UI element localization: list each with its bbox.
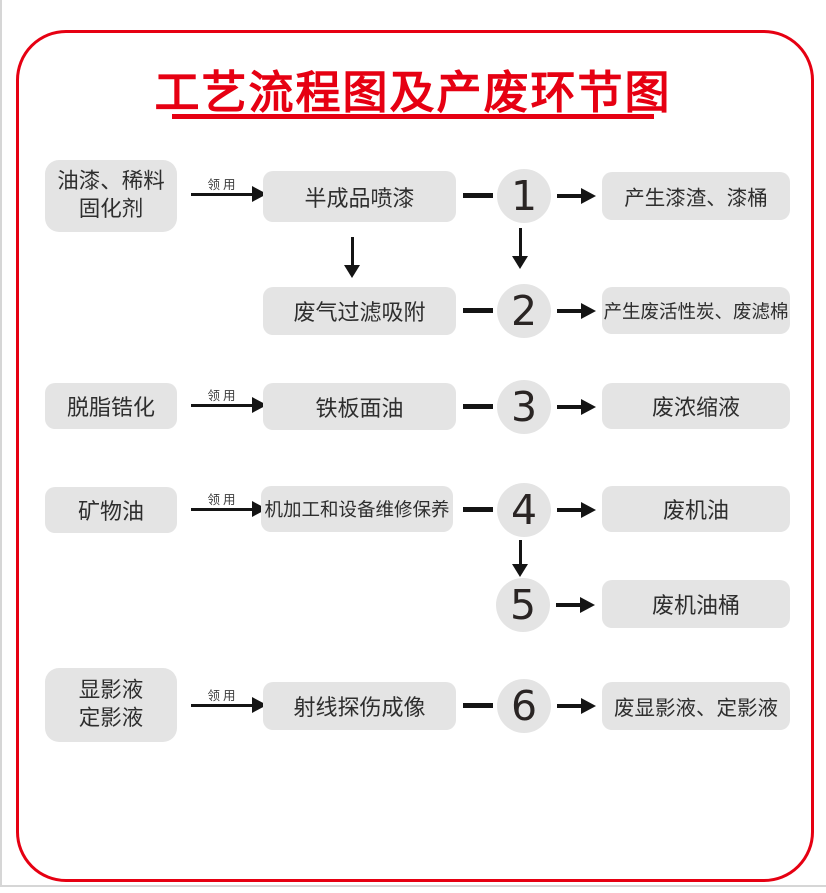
step-circle: 1 — [497, 169, 551, 223]
process-box: 铁板面油 — [263, 383, 456, 430]
process-box: 射线探伤成像 — [263, 682, 456, 730]
process-box: 半成品喷漆 — [263, 171, 456, 222]
waste-box: 废浓缩液 — [602, 383, 790, 429]
connector-dash — [463, 507, 493, 512]
step-number: 3 — [510, 382, 538, 431]
page-border — [16, 30, 814, 882]
waste-box: 产生漆渣、漆桶 — [602, 172, 790, 220]
input-material-line1: 油漆、稀料 — [57, 169, 165, 194]
input-material-line2: 定影液 — [78, 706, 144, 730]
issue-arrow-label: 领用 — [207, 389, 239, 403]
flow-arrow-right — [557, 502, 596, 518]
flow-arrow-right — [557, 399, 596, 415]
waste-box: 废显影液、定影液 — [602, 682, 790, 730]
step-circle: 4 — [497, 483, 551, 537]
flow-arrow-down — [512, 228, 529, 269]
input-material-box: 油漆、稀料 固化剂 — [45, 160, 177, 232]
flow-arrow-down — [344, 237, 361, 278]
issue-arrow-line — [191, 704, 254, 707]
step-number: 4 — [510, 485, 538, 534]
issue-arrow-line — [191, 508, 254, 511]
diagram-title: 工艺流程图及产废环节图 — [154, 67, 672, 118]
issue-arrow-label: 领用 — [207, 689, 239, 703]
connector-dash — [463, 193, 493, 198]
step-circle: 6 — [497, 679, 551, 733]
step-number: 6 — [510, 681, 538, 730]
input-material-line2: 固化剂 — [78, 197, 144, 221]
process-box: 机加工和设备维修保养 — [261, 486, 453, 532]
flow-arrow-right — [557, 698, 596, 714]
input-material-box: 显影液 定影液 — [45, 668, 177, 742]
issue-arrow-label: 领用 — [207, 178, 239, 192]
issue-arrow-line — [191, 193, 254, 196]
input-material-box: 脱脂锆化 — [45, 383, 177, 429]
connector-dash — [463, 404, 493, 409]
waste-box: 产生废活性炭、废滤棉 — [602, 287, 790, 334]
waste-box: 废机油 — [602, 486, 790, 532]
title-underline — [172, 114, 654, 119]
flow-arrow-right — [557, 303, 596, 319]
step-circle: 5 — [496, 578, 550, 632]
input-material-box: 矿物油 — [45, 487, 177, 533]
issue-arrow: 领用 — [191, 385, 269, 421]
issue-arrow-label: 领用 — [207, 493, 239, 507]
process-box: 废气过滤吸附 — [263, 287, 456, 335]
connector-dash — [463, 703, 493, 708]
flow-arrow-right — [557, 188, 596, 204]
issue-arrow: 领用 — [191, 685, 269, 721]
page-edge-line — [0, 885, 826, 887]
step-circle: 3 — [497, 380, 551, 434]
step-circle: 2 — [497, 284, 551, 338]
step-number: 5 — [509, 580, 537, 629]
page-edge-line — [0, 0, 2, 887]
connector-dash — [463, 308, 493, 313]
flow-arrow-down — [512, 540, 529, 577]
issue-arrow: 领用 — [191, 174, 269, 210]
issue-arrow-line — [191, 404, 254, 407]
waste-box: 废机油桶 — [602, 580, 790, 628]
flow-arrow-right — [556, 597, 595, 613]
input-material-line1: 显影液 — [78, 678, 144, 703]
step-number: 1 — [510, 171, 538, 220]
issue-arrow: 领用 — [191, 489, 269, 525]
step-number: 2 — [510, 286, 538, 335]
